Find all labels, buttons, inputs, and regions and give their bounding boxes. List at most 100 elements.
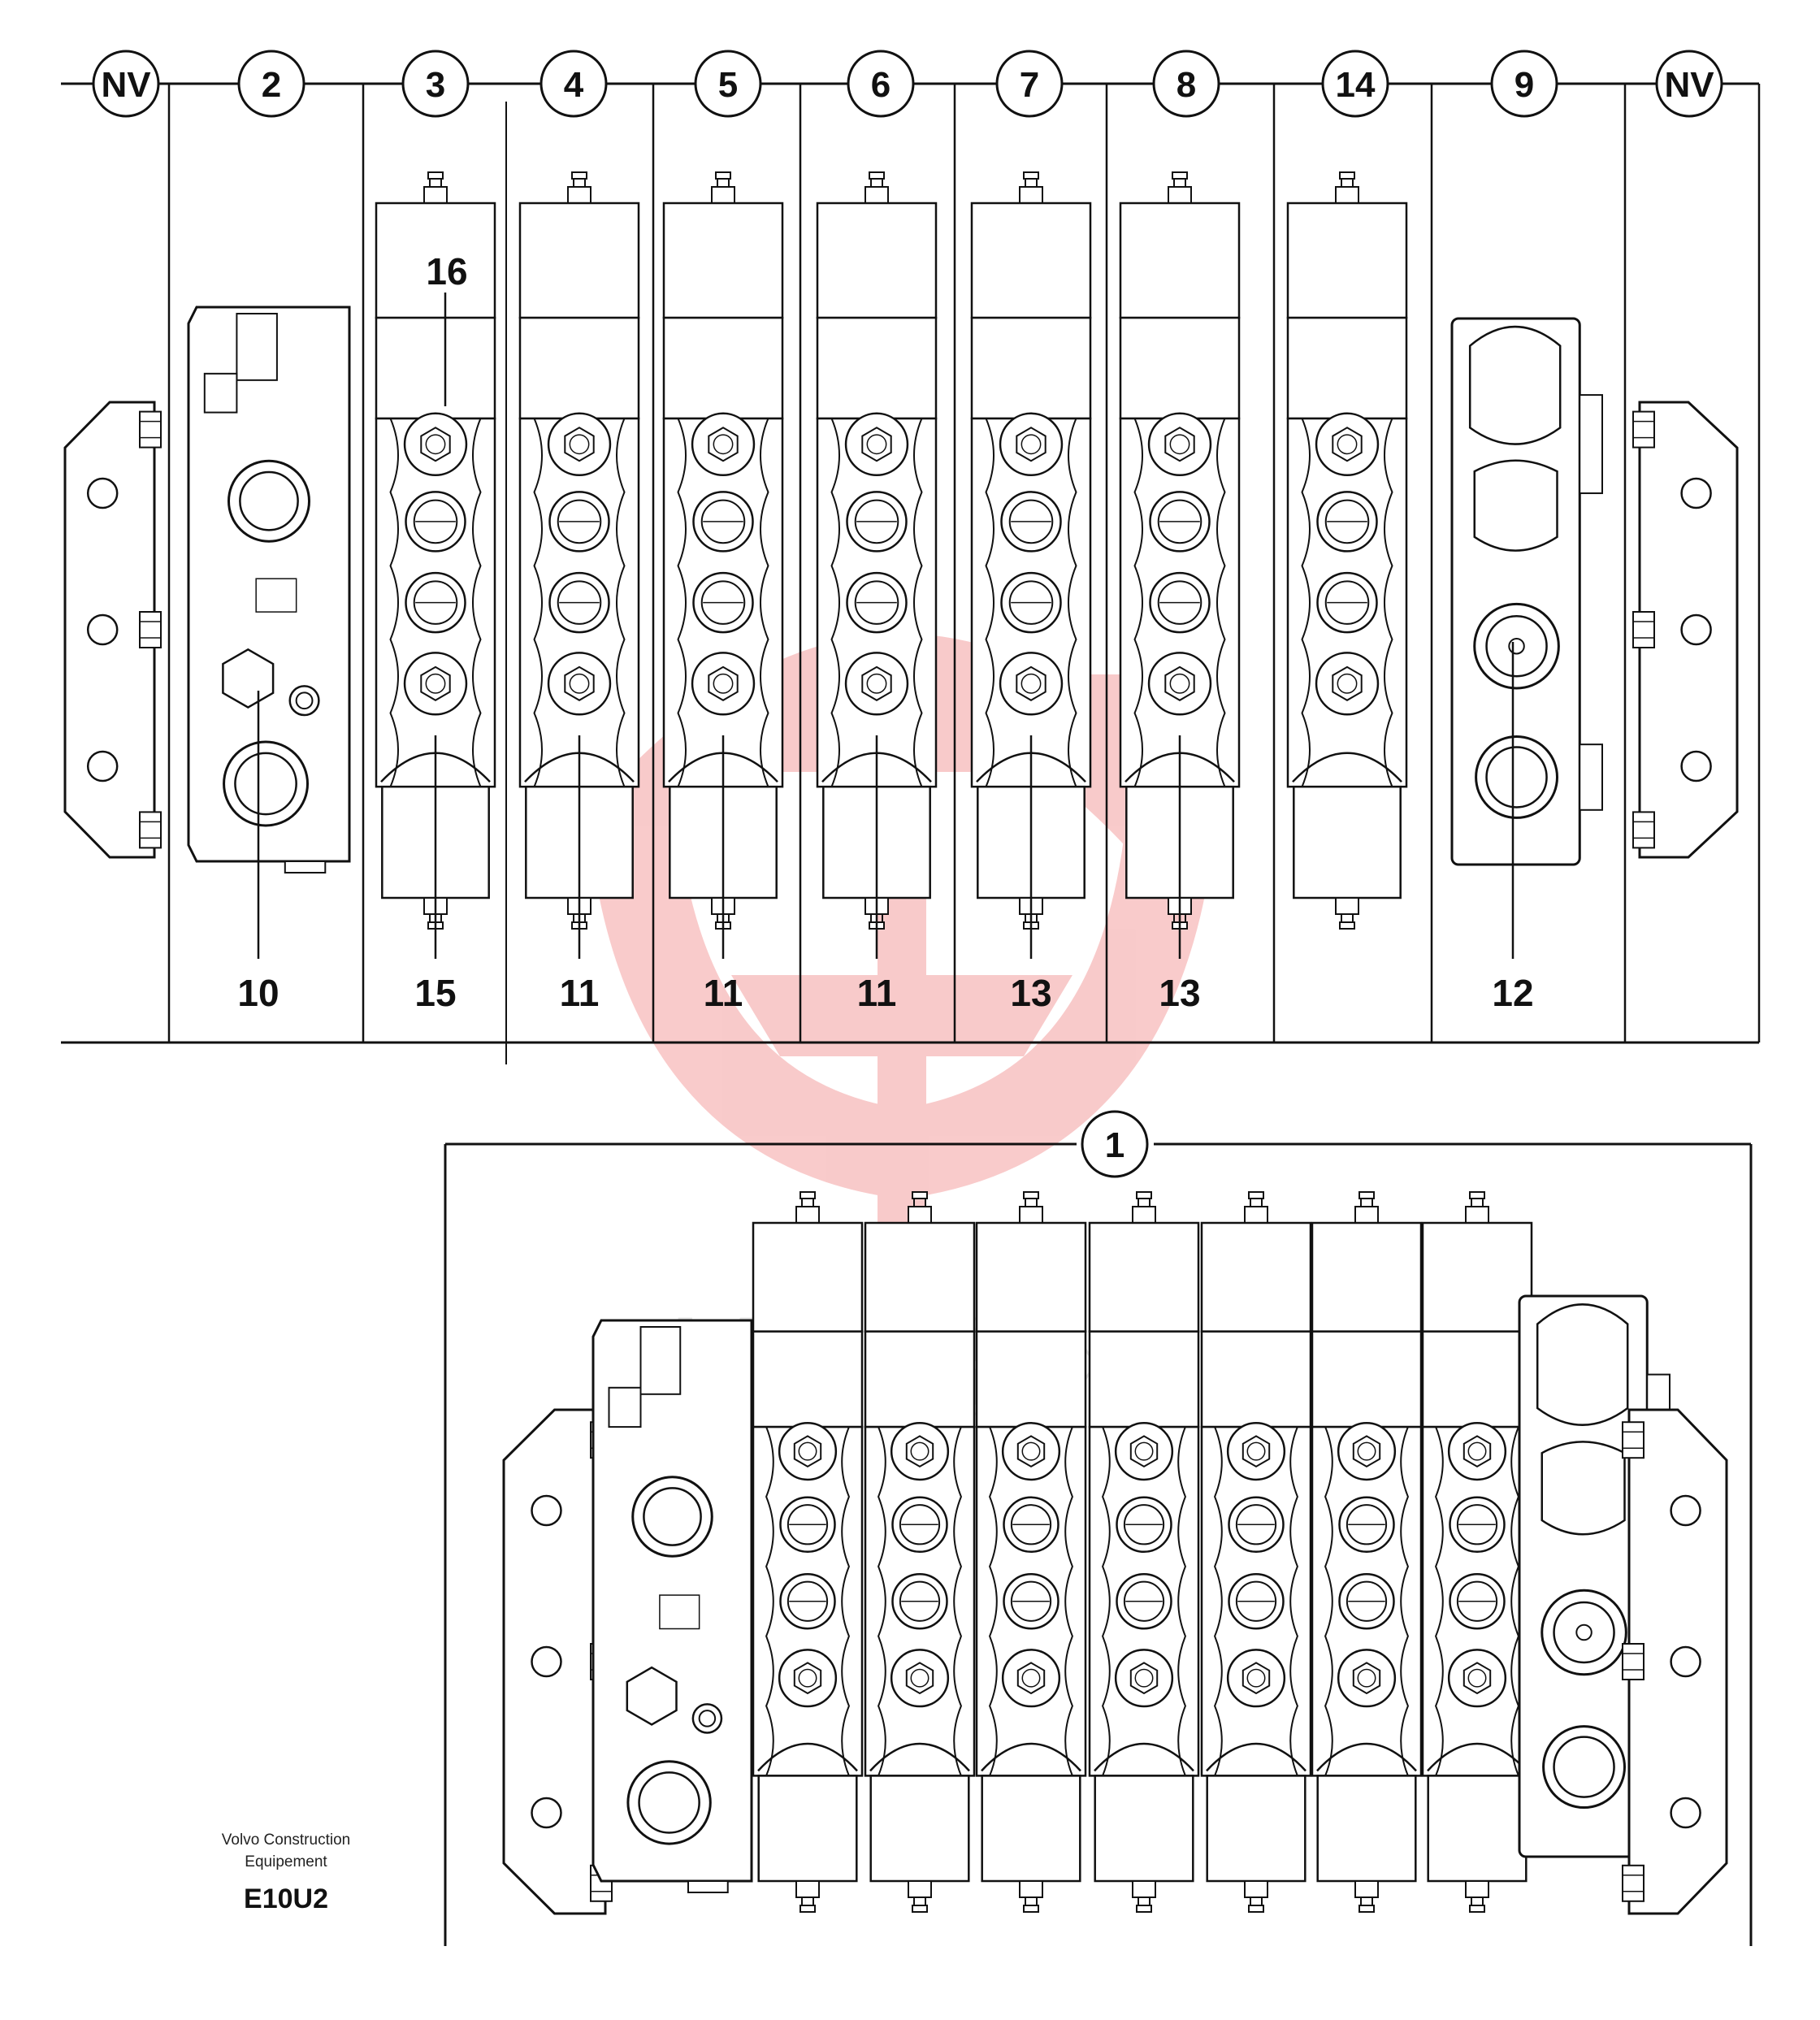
inlet-stud [203, 372, 238, 414]
solenoid-cap [518, 202, 640, 319]
spool-section [662, 171, 784, 930]
bolt-head [1019, 186, 1043, 204]
bolt-head [567, 186, 592, 204]
body-profile-right [1510, 1426, 1519, 1776]
body-profile-left [1301, 418, 1311, 787]
body-profile-right [841, 1426, 850, 1776]
outlet-body [1450, 317, 1581, 866]
outlet-relief-top [1468, 325, 1562, 445]
tie-rod-nut [139, 611, 162, 648]
mount-hole [1680, 613, 1712, 646]
cap-collar [816, 316, 938, 420]
bolt-nut [1023, 1905, 1039, 1913]
spool-section [518, 171, 640, 930]
inlet-port-inner [643, 1487, 702, 1546]
solenoid-cap [970, 202, 1092, 319]
bolt-head [1244, 1880, 1268, 1898]
solenoid-cap [375, 202, 496, 319]
end-plate [1622, 1408, 1728, 1915]
bolt-nut [1172, 171, 1188, 180]
plug-center [910, 1441, 930, 1461]
bolt-nut [1136, 1905, 1152, 1913]
outlet-port-center [1508, 637, 1525, 655]
body-profile-left [1102, 1426, 1111, 1776]
tie-rod-nut [1632, 611, 1655, 648]
section-dividers [167, 84, 1761, 1043]
section-bulb [1427, 1742, 1528, 1772]
valve-assembly [502, 1191, 1728, 1915]
section-callout: 2 [237, 50, 306, 118]
body-profile-right [1216, 418, 1226, 787]
bolt-nut [715, 171, 731, 180]
callout-circle [1321, 50, 1389, 118]
cap-collar [662, 316, 784, 420]
section-callout: 6 [847, 50, 915, 118]
mount-hole [1670, 1797, 1701, 1829]
bolt-nut [1469, 1191, 1485, 1199]
plug-center [1021, 1668, 1041, 1688]
section-callout: NV [92, 50, 160, 118]
plug-center [1020, 673, 1042, 694]
section-bulb [757, 1742, 858, 1772]
section-callout: 8 [1152, 50, 1220, 118]
cap-collar [518, 316, 640, 420]
callout-label: 3 [426, 65, 445, 105]
item-label: 11 [560, 972, 600, 1014]
section-callout: 9 [1490, 50, 1558, 118]
bolt-nut [427, 171, 444, 180]
company-name-line2: Equipement [245, 1853, 327, 1870]
tie-rod-nut [1622, 1421, 1644, 1459]
callout-label: 5 [718, 65, 738, 105]
cap-collar [1421, 1330, 1533, 1428]
spool-section [1421, 1191, 1533, 1913]
tie-rod-nut [1632, 410, 1655, 449]
plug-center [569, 434, 590, 455]
callout-circle [237, 50, 306, 118]
body-profile-left [677, 418, 687, 787]
bolt-head [1335, 897, 1359, 915]
inlet-top-boss [639, 1326, 682, 1395]
plug-center [425, 673, 446, 694]
end-plate [1632, 401, 1739, 859]
outlet-relief-mid [1473, 459, 1558, 552]
plug-center [1021, 1441, 1041, 1461]
item-label: 11 [857, 972, 897, 1014]
outlet-port-lower-inner [1553, 1736, 1615, 1798]
mount-hole [86, 613, 119, 646]
plug-center [1246, 1668, 1266, 1688]
plug-center [866, 673, 887, 694]
bolt-head [1354, 1880, 1379, 1898]
cap-collar [1119, 316, 1241, 420]
plug-center [425, 434, 446, 455]
section-bulb [1094, 1742, 1194, 1772]
callout-label: 8 [1176, 65, 1196, 105]
body-profile-left [878, 1426, 886, 1776]
bolt-nut [1358, 1191, 1375, 1199]
callout-circle [92, 50, 160, 118]
callout-label: 7 [1020, 65, 1039, 105]
plug-center [713, 434, 734, 455]
item-label: 11 [704, 972, 743, 1014]
bolt-nut [1358, 1905, 1375, 1913]
bolt-head [711, 186, 735, 204]
callout-circle [847, 50, 915, 118]
footer: Volvo Construction Equipement E10U2 [222, 1831, 350, 1914]
section-callout: NV [1655, 50, 1723, 118]
section-bulb [1206, 1742, 1306, 1772]
body-profile-left [533, 418, 544, 787]
outlet-port-lower-inner [1485, 746, 1548, 808]
section-bulb [1292, 752, 1402, 783]
plug-center [910, 1668, 930, 1688]
solenoid-cap [1421, 1221, 1533, 1333]
plug-center [1467, 1441, 1487, 1461]
bolt-nut [1248, 1191, 1264, 1199]
body-profile-right [953, 1426, 962, 1776]
callout-label: 4 [564, 65, 584, 105]
bolt-nut [1339, 171, 1355, 180]
item-label: 13 [1159, 972, 1200, 1014]
callout-circle [540, 50, 608, 118]
mount-hole [1670, 1645, 1701, 1678]
end-plate [63, 401, 162, 859]
spool-section [752, 1191, 864, 1913]
